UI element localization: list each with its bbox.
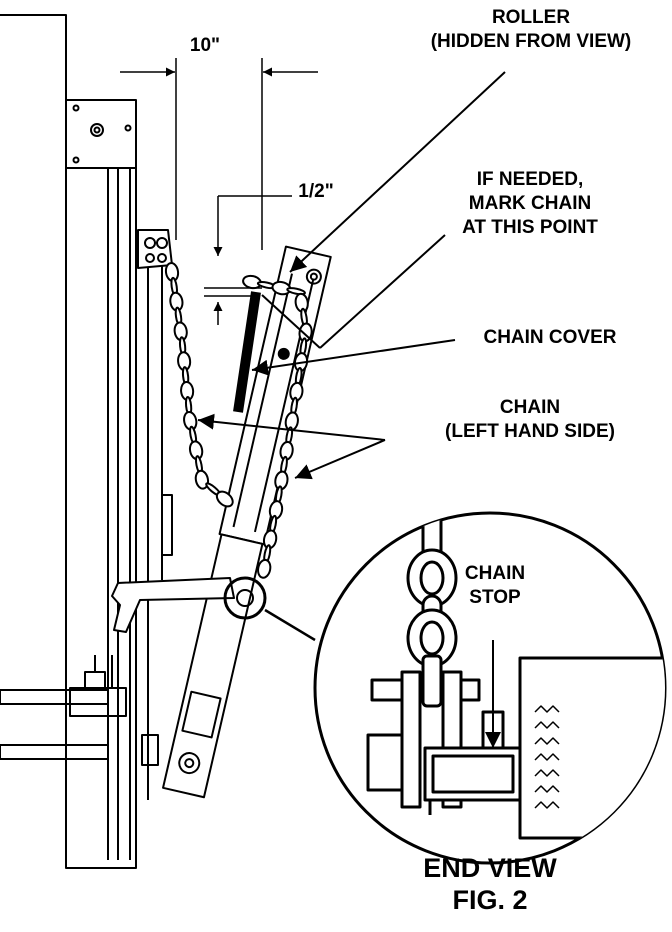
chain-link [215, 490, 234, 508]
chain-cover-bar [233, 291, 261, 413]
end-view-inset [313, 511, 667, 865]
dimension-10in-label: 10" [189, 35, 221, 56]
chain-link [194, 469, 210, 490]
left-frame [0, 14, 173, 869]
chain-link [257, 558, 272, 579]
roller-label: ROLLER (HIDDEN FROM VIEW) [430, 7, 632, 52]
chain-label: CHAIN (LEFT HAND SIDE) [445, 397, 615, 442]
leader-lines [197, 71, 506, 480]
chain-cover-label: CHAIN COVER [483, 327, 617, 348]
chain-stop-label: CHAIN STOP [464, 563, 526, 608]
dimension-half-inch [204, 195, 292, 325]
chain-stop-callout-circle [223, 576, 267, 620]
chain-left-strand [164, 262, 234, 508]
mark-chain-label: IF NEEDED, MARK CHAIN AT THIS POINT [462, 169, 598, 238]
dimension-half-inch-label: 1/2" [298, 181, 334, 202]
chain-link [286, 287, 306, 296]
end-view-label: END VIEW FIG. 2 [423, 853, 557, 916]
chain-right-strand [242, 274, 313, 579]
dimension-10in [120, 58, 318, 250]
